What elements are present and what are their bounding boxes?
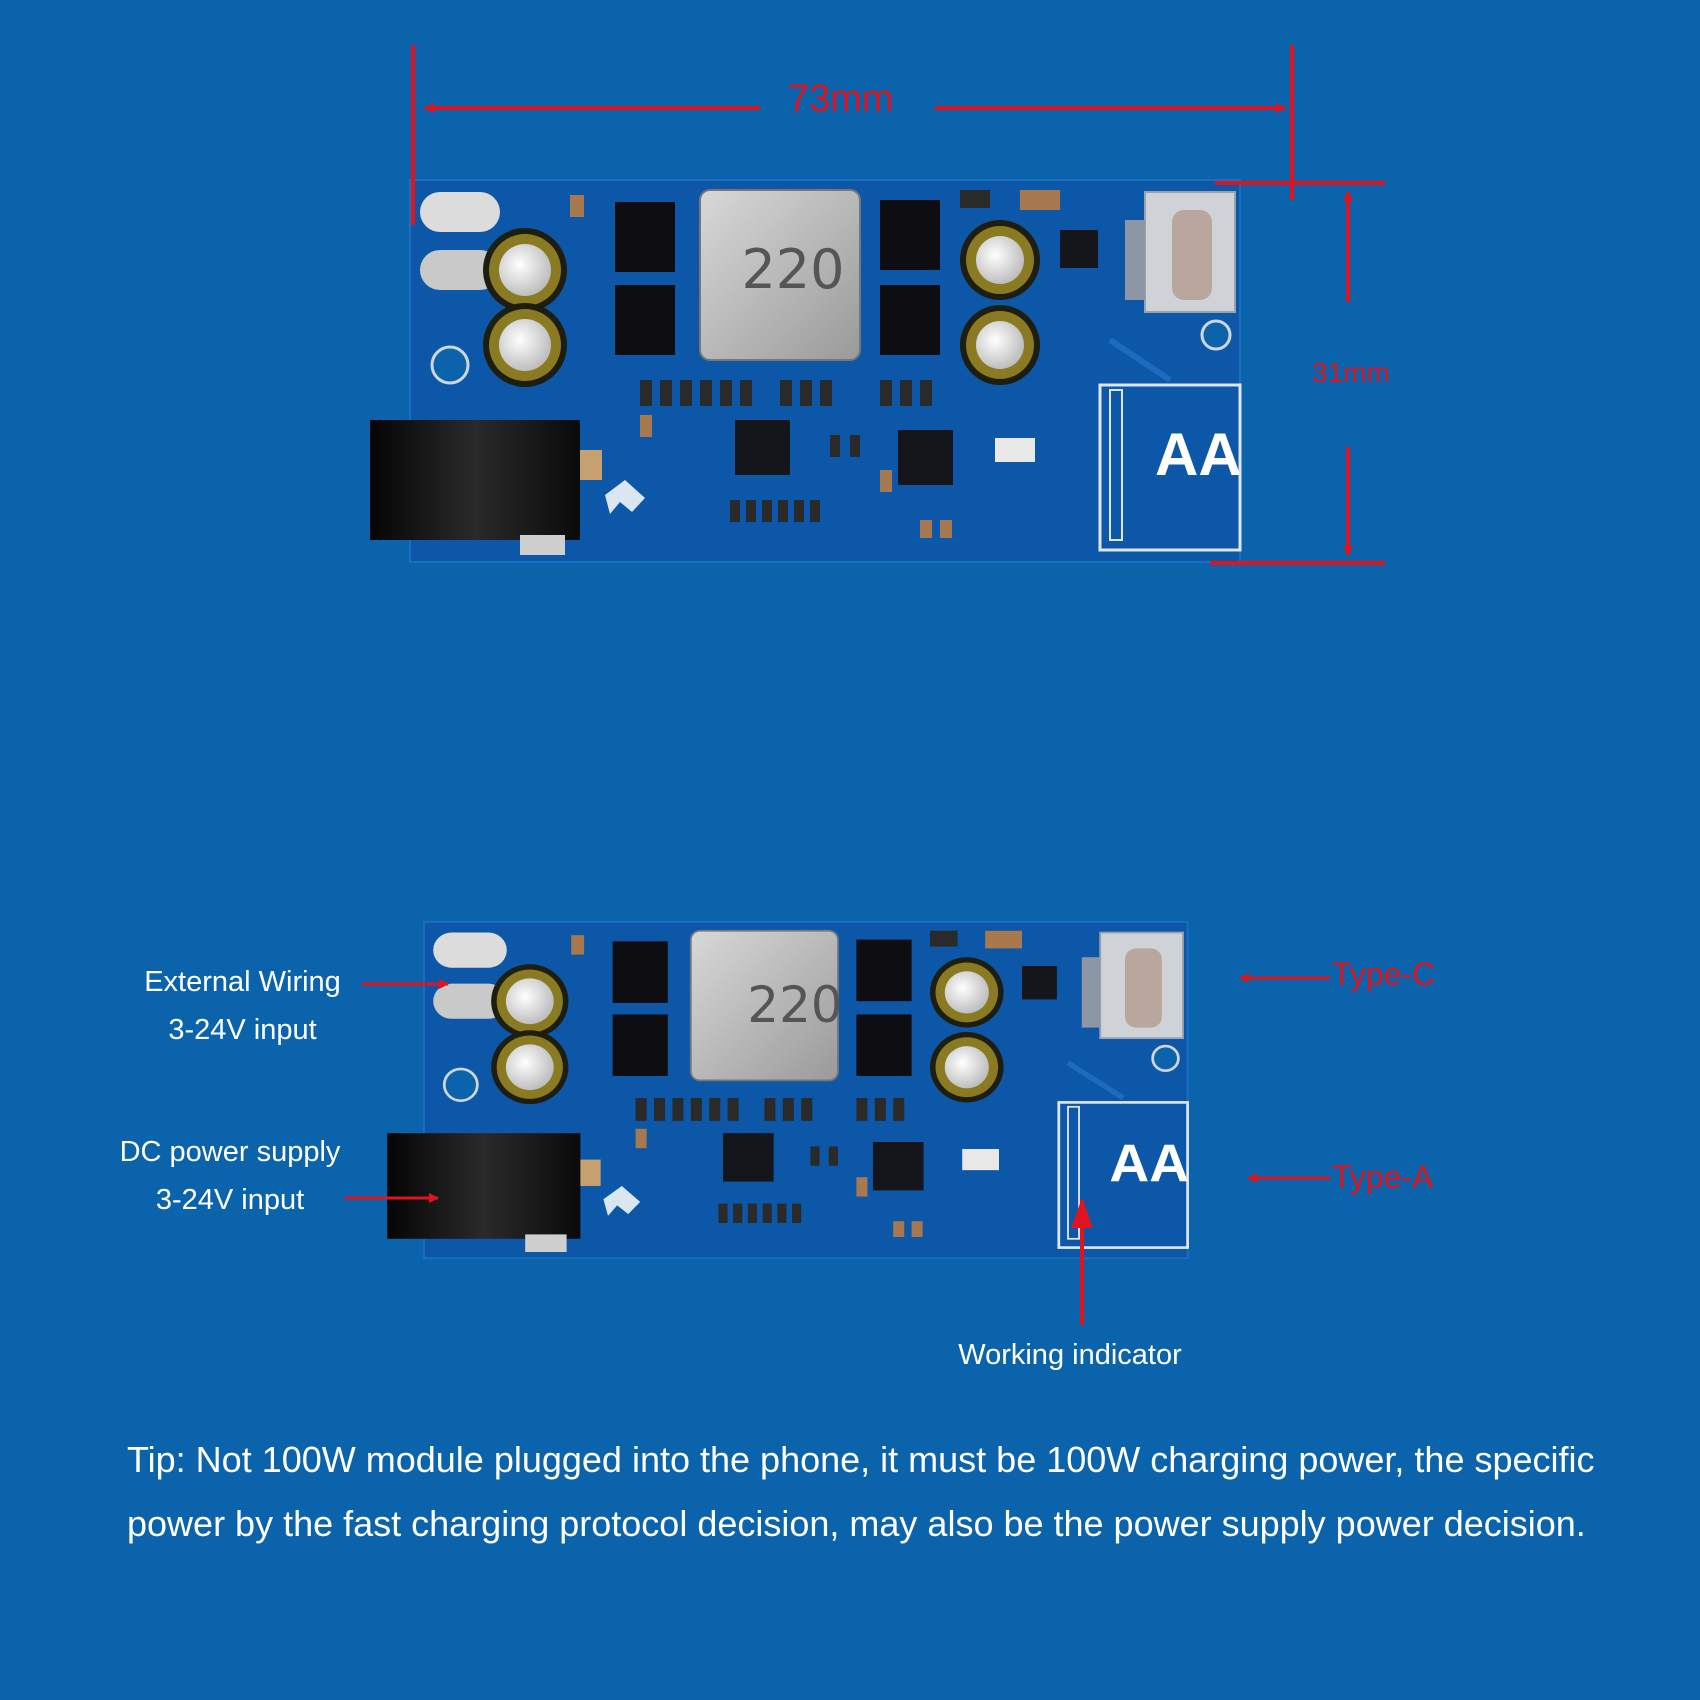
callout-type-c: Type-C	[1332, 956, 1436, 992]
inductor-mark-top: 220	[741, 238, 844, 301]
callout-dc-supply-line1: DC power supply	[119, 1136, 341, 1168]
callout-external-wiring-line1: External Wiring	[144, 966, 341, 998]
height-dimension-label: 31mm	[1312, 357, 1390, 388]
callout-working-indicator: Working indicator	[958, 1339, 1182, 1371]
tip-text: Tip: Not 100W module plugged into the ph…	[127, 1439, 1595, 1544]
width-dimension-label: 73mm	[788, 78, 894, 120]
callout-type-a: Type-A	[1332, 1159, 1434, 1195]
callout-external-wiring-line2: 3-24V input	[168, 1014, 317, 1046]
inductor-mark-bottom: 220	[747, 976, 842, 1034]
callout-external-wiring: External Wiring 3-24V input	[120, 958, 365, 1054]
board-bottom	[387, 922, 1189, 1258]
callout-dc-supply-line2: 3-24V input	[155, 1184, 305, 1216]
callout-dc-supply: DC power supply 3-24V input	[105, 1128, 355, 1224]
